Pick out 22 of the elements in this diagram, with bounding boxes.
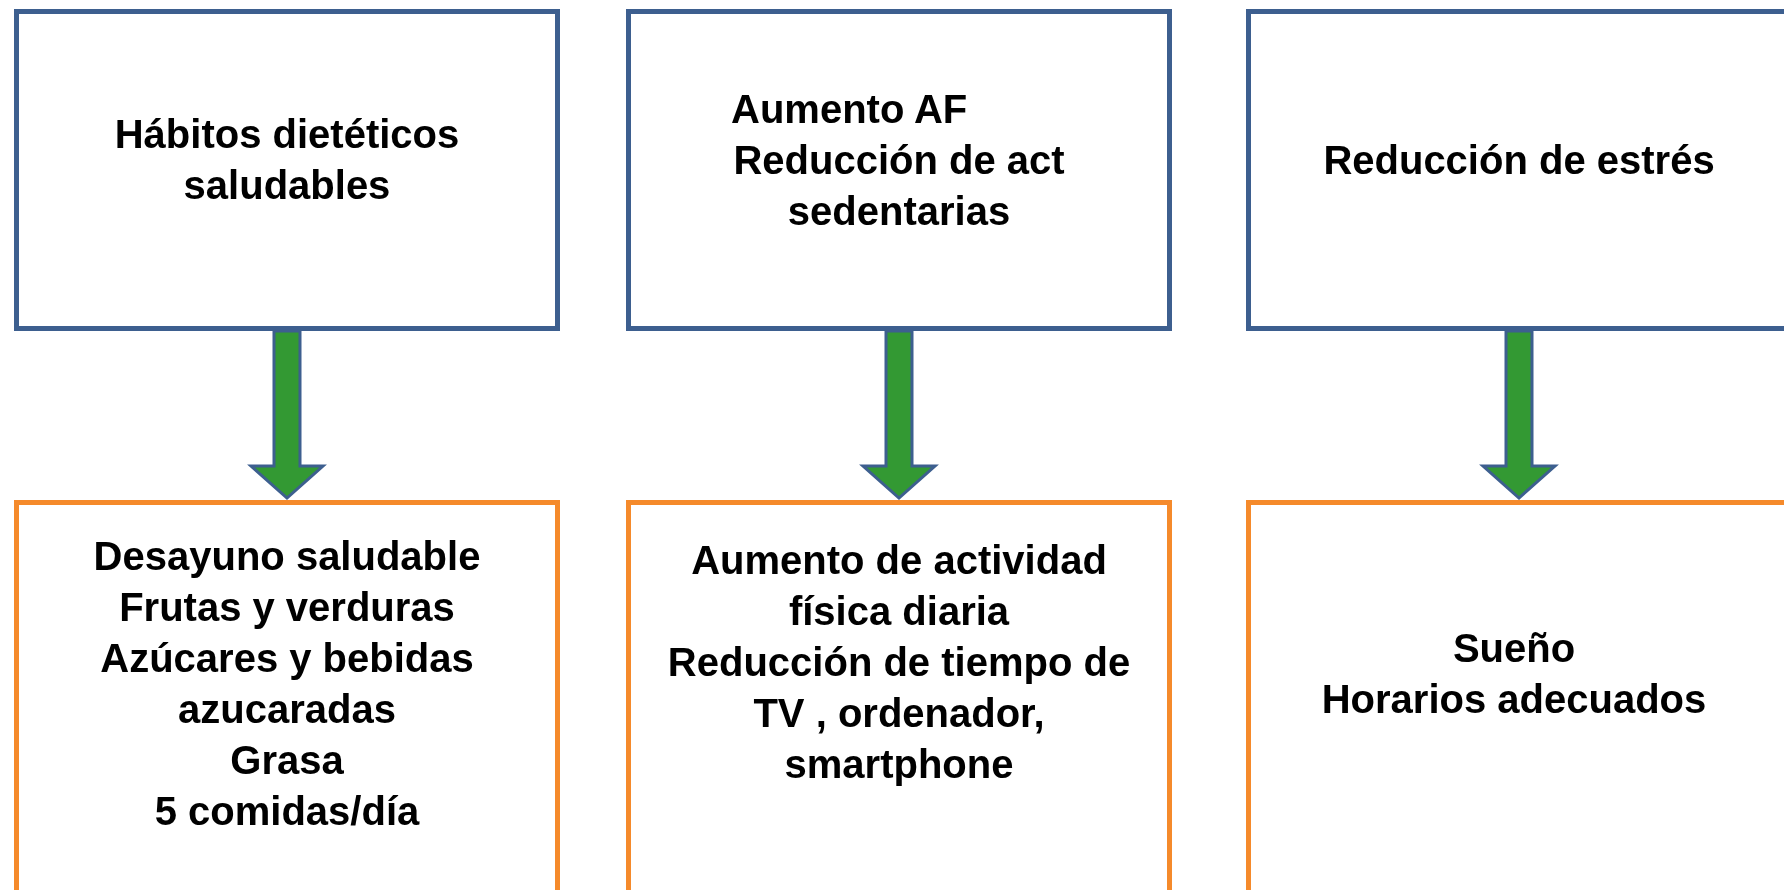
node-text: Reducción de tiempo de TV , ordenador, smartphone [666, 639, 1132, 788]
block-arrow [247, 329, 327, 500]
block-arrow [859, 329, 939, 500]
node-text: Sueño [1452, 625, 1576, 672]
action-box [14, 500, 560, 890]
action-box [1246, 500, 1784, 890]
node-text: Desayuno saludable [93, 533, 481, 580]
node-text: Aumento AF [731, 85, 968, 133]
goal-box [14, 9, 560, 331]
goal-box [626, 9, 1172, 331]
node-text: Reducción de estrés [1323, 136, 1715, 184]
node-text: Frutas y verduras [119, 584, 455, 631]
node-text: 5 comidas/día [154, 788, 420, 835]
block-arrow [1479, 329, 1559, 500]
node-text: Aumento de actividad física diaria [690, 537, 1108, 635]
node-text: Grasa [230, 737, 344, 784]
node-text: Hábitos dietéticos saludables [113, 111, 461, 209]
action-box [626, 500, 1172, 890]
node-text: Azúcares y bebidas azucaradas [99, 635, 475, 733]
goal-box [1246, 9, 1784, 331]
node-text: Horarios adecuados [1321, 676, 1707, 723]
node-text: Reducción de act sedentarias [732, 136, 1066, 235]
